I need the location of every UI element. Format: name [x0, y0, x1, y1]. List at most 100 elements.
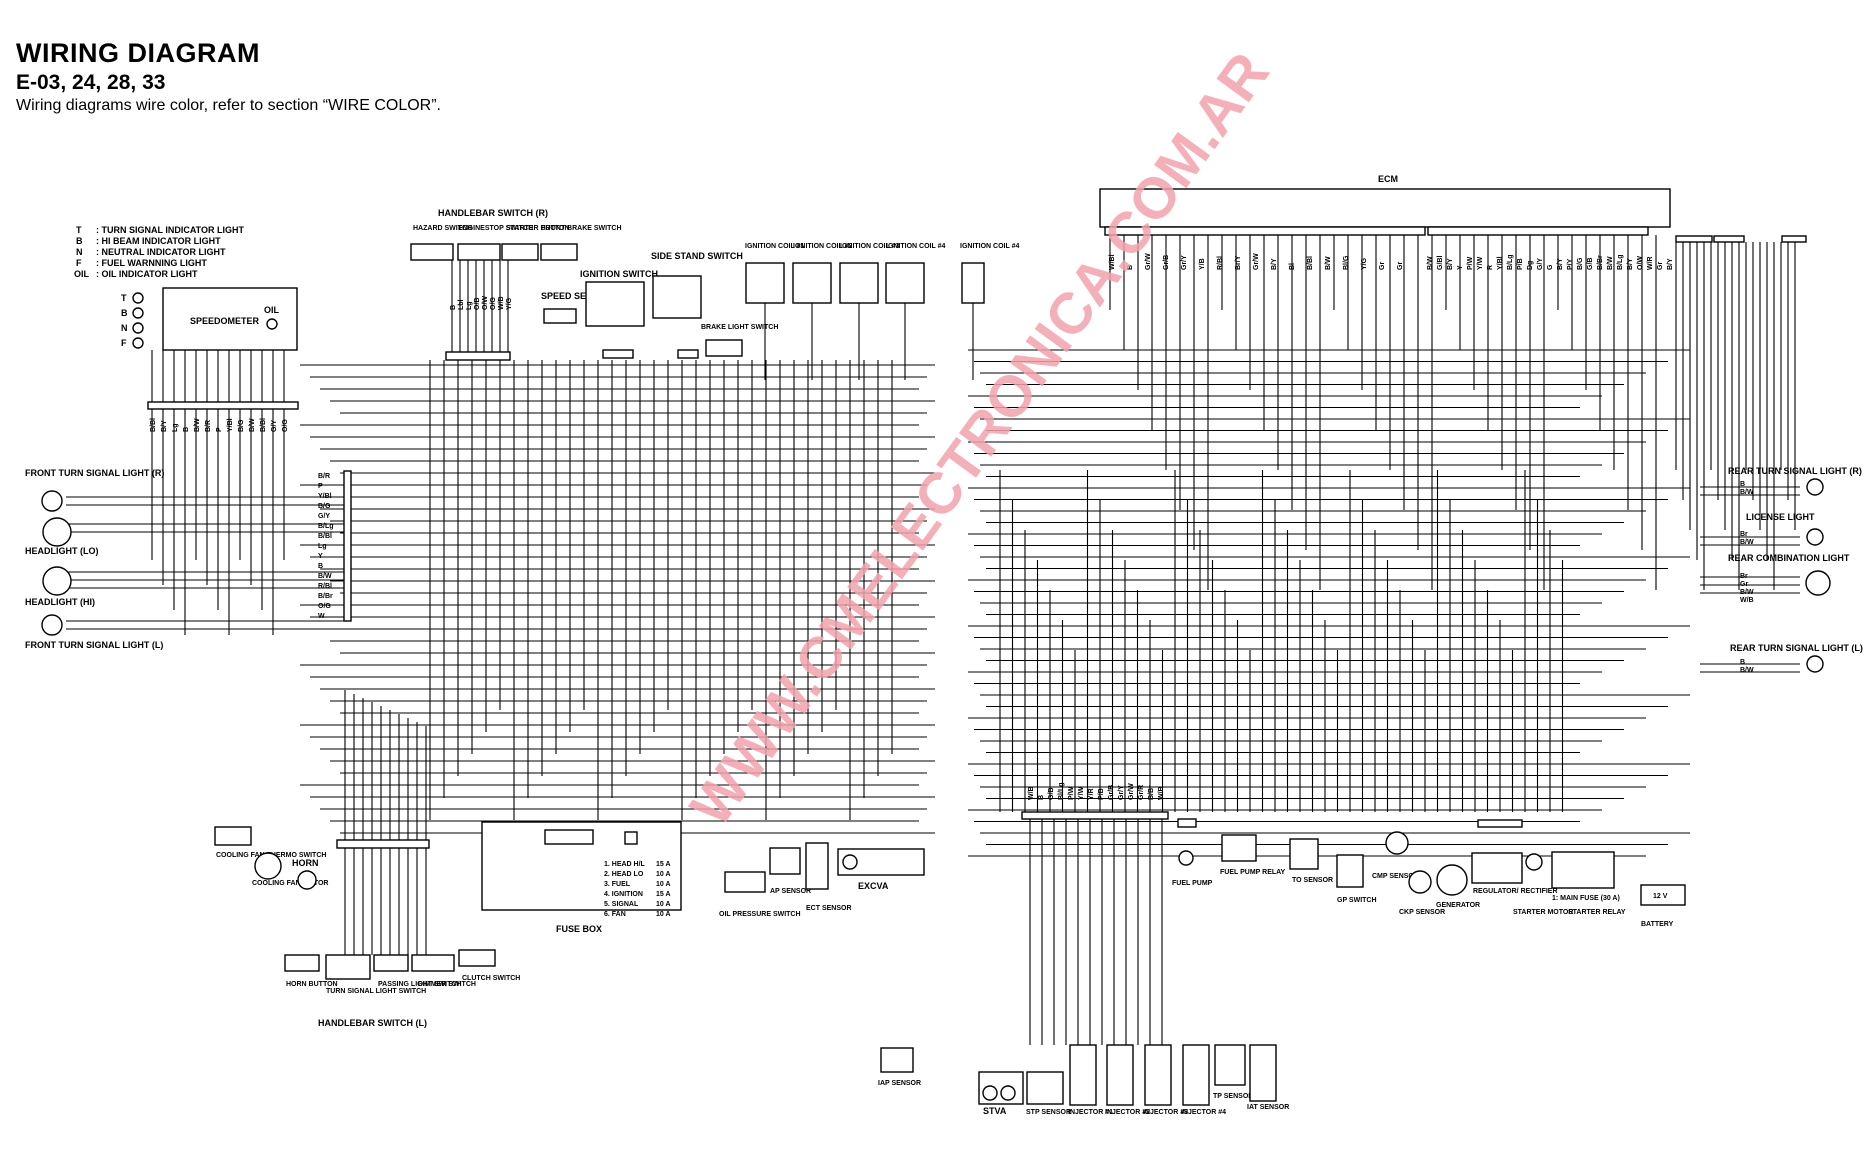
- wire-color-label: B/Y: [1447, 258, 1454, 270]
- headlight-hi-label: HEADLIGHT (HI): [25, 597, 95, 607]
- ignition-coils: IGNITION COIL #1 IGNITION COIL #2 IGNITI…: [745, 243, 1019, 304]
- fuse-entry: 3. FUEL: [604, 881, 631, 888]
- side-stand-switch: SIDE STAND SWITCH: [651, 251, 743, 359]
- coil4-label: IGNITION COIL #4: [886, 243, 945, 250]
- oil-pressure-switch: OIL PRESSURE SWITCH: [719, 871, 801, 918]
- wire-color-label: W/B: [1158, 786, 1165, 800]
- f-key: F: [121, 338, 127, 348]
- excva-motor-icon: [842, 854, 858, 870]
- horn-icon: [297, 870, 317, 890]
- wire-color-label: Dg: [1527, 261, 1534, 270]
- wire-color-label: B/W: [318, 573, 332, 580]
- starter-button-label: STARTER BUTTON: [506, 225, 570, 232]
- coil2-label: IGNITION COIL #2: [793, 243, 852, 250]
- throttle-harness-connector: [1021, 811, 1169, 820]
- wire-color-label: W/B: [1740, 597, 1754, 604]
- injector2-label: INJECTOR #2: [1105, 1109, 1150, 1116]
- page-fold-gap: [938, 230, 964, 1130]
- wire-color-label: B: [1740, 481, 1745, 488]
- t-key: T: [121, 293, 127, 303]
- wire-color-label: P/W: [1068, 786, 1075, 800]
- rear-lights: REAR TURN SIGNAL LIGHT (R) LICENSE LIGHT…: [1728, 466, 1863, 673]
- speedometer-connector: [147, 401, 299, 410]
- cooling-motor-label: COOLING FAN MOTOR: [252, 880, 328, 887]
- legend-text: : HI BEAM INDICATOR LIGHT: [96, 236, 221, 246]
- wire-color-label: G/Y: [271, 420, 278, 432]
- brake-light-switch: BRAKE LIGHT SWITCH: [701, 324, 778, 357]
- injector4-label: INJECTOR #4: [1181, 1109, 1226, 1116]
- stp-sensor-label: STP SENSOR: [1026, 1109, 1071, 1116]
- ckp-sensor-label: CKP SENSOR: [1399, 909, 1445, 916]
- throttle-group: STVA STP SENSOR INJECTOR #1 INJECTOR #2 …: [978, 811, 1289, 1116]
- wire-color-label: Lg: [172, 423, 179, 432]
- wire-color-label: Lbl: [458, 299, 465, 310]
- stp-sensor-body: [1026, 1071, 1064, 1105]
- horn-button-label: HORN BUTTON: [286, 981, 338, 988]
- ignition-switch-table: [585, 281, 645, 327]
- wire-color-label: Gr/B: [1163, 255, 1170, 270]
- injector2-icon: [1106, 1044, 1134, 1106]
- injector3-label: INJECTOR #3: [1143, 1109, 1188, 1116]
- fuse-rating: 10 A: [656, 881, 671, 888]
- wire-color-label: B: [1127, 265, 1134, 270]
- wire-color-label: Br: [1740, 531, 1748, 538]
- wire-color-label: P: [216, 427, 223, 432]
- dimmer-switch-label: DIMMER SWITCH: [418, 981, 476, 988]
- main-fuse-label: 1: MAIN FUSE (30 A): [1552, 895, 1620, 902]
- ckp-sensor-icon: [1408, 870, 1432, 894]
- wire-color-label: B: [450, 305, 457, 310]
- wire-color-label: Y: [318, 553, 323, 560]
- legend-key: T: [76, 225, 82, 235]
- handlebar-switch-right: HANDLEBAR SWITCH (R) HAZARD SWITCH ENGIN…: [410, 208, 622, 361]
- wire-color-label: Br: [1740, 573, 1748, 580]
- passing-switch-block: [373, 954, 409, 972]
- wire-color-label: Y/W: [1477, 256, 1484, 270]
- speedometer-label: SPEEDOMETER: [190, 316, 260, 326]
- injector1-label: INJECTOR #1: [1068, 1109, 1113, 1116]
- handlebar-l-title: HANDLEBAR SWITCH (L): [318, 1018, 427, 1028]
- wire-color-label: B/Bl: [150, 418, 157, 432]
- wire-color-label: O/G: [282, 419, 289, 432]
- wire-color-label: Gr: [1657, 262, 1664, 270]
- wire-color-label: B/R: [318, 473, 330, 480]
- b-key: B: [121, 308, 128, 318]
- wire-color-label: O/G: [318, 603, 331, 610]
- fuel-pump-label: FUEL PUMP: [1172, 880, 1213, 887]
- wire-color-label: B: [318, 563, 323, 570]
- wire-color-label: P/W: [1467, 256, 1474, 270]
- legend-key: B: [76, 236, 83, 246]
- dimmer-switch-block: [411, 954, 455, 972]
- wire-color-label: B/Y: [1271, 258, 1278, 270]
- wire-color-label: B/W: [1325, 256, 1332, 270]
- oil-pressure-label: OIL PRESSURE SWITCH: [719, 911, 801, 918]
- ect-sensor-body: [805, 842, 829, 890]
- wire-color-label: B/G: [238, 419, 245, 432]
- speed-sensor-label: SPEED SENSOR: [541, 291, 613, 301]
- fuel-pump-relay-label: FUEL PUMP RELAY: [1220, 869, 1286, 876]
- wire-color-label: B/Bl: [260, 418, 267, 432]
- injector1-icon: [1069, 1044, 1097, 1106]
- headlight-lo-bulb-icon: [42, 517, 72, 547]
- regulator-label: REGULATOR/ RECTIFIER: [1473, 888, 1558, 895]
- wire-color-label: O/W: [482, 296, 489, 310]
- turn-switch-block: [325, 954, 371, 980]
- iat-sensor-body: [1249, 1044, 1277, 1102]
- fuel-pump-relay-body: [1221, 834, 1257, 862]
- iap-sensor-body: [880, 1047, 914, 1073]
- coil3-label: IGNITION COIL #3: [840, 243, 899, 250]
- coil4-partial-label: IGNITION COIL #4: [960, 243, 1019, 250]
- wire-color-label: B: [183, 427, 190, 432]
- wire-color-label: R/Bl: [1217, 256, 1224, 270]
- fuse-entry: 5. SIGNAL: [604, 901, 639, 908]
- battery-voltage: 12 V: [1653, 893, 1668, 900]
- side-stand-connector: [677, 349, 699, 359]
- iat-sensor-label: IAT SENSOR: [1247, 1104, 1289, 1111]
- wire-color-label: R/Bl: [318, 583, 332, 590]
- legend-key: F: [76, 258, 82, 268]
- legend-text: : OIL INDICATOR LIGHT: [96, 269, 198, 279]
- legend-key: N: [76, 247, 83, 257]
- fuse-box: FUSE BOX: [481, 821, 682, 934]
- front-junction-connector: [343, 470, 352, 622]
- fuel-system: FUEL PUMP FUEL PUMP RELAY: [1172, 818, 1286, 887]
